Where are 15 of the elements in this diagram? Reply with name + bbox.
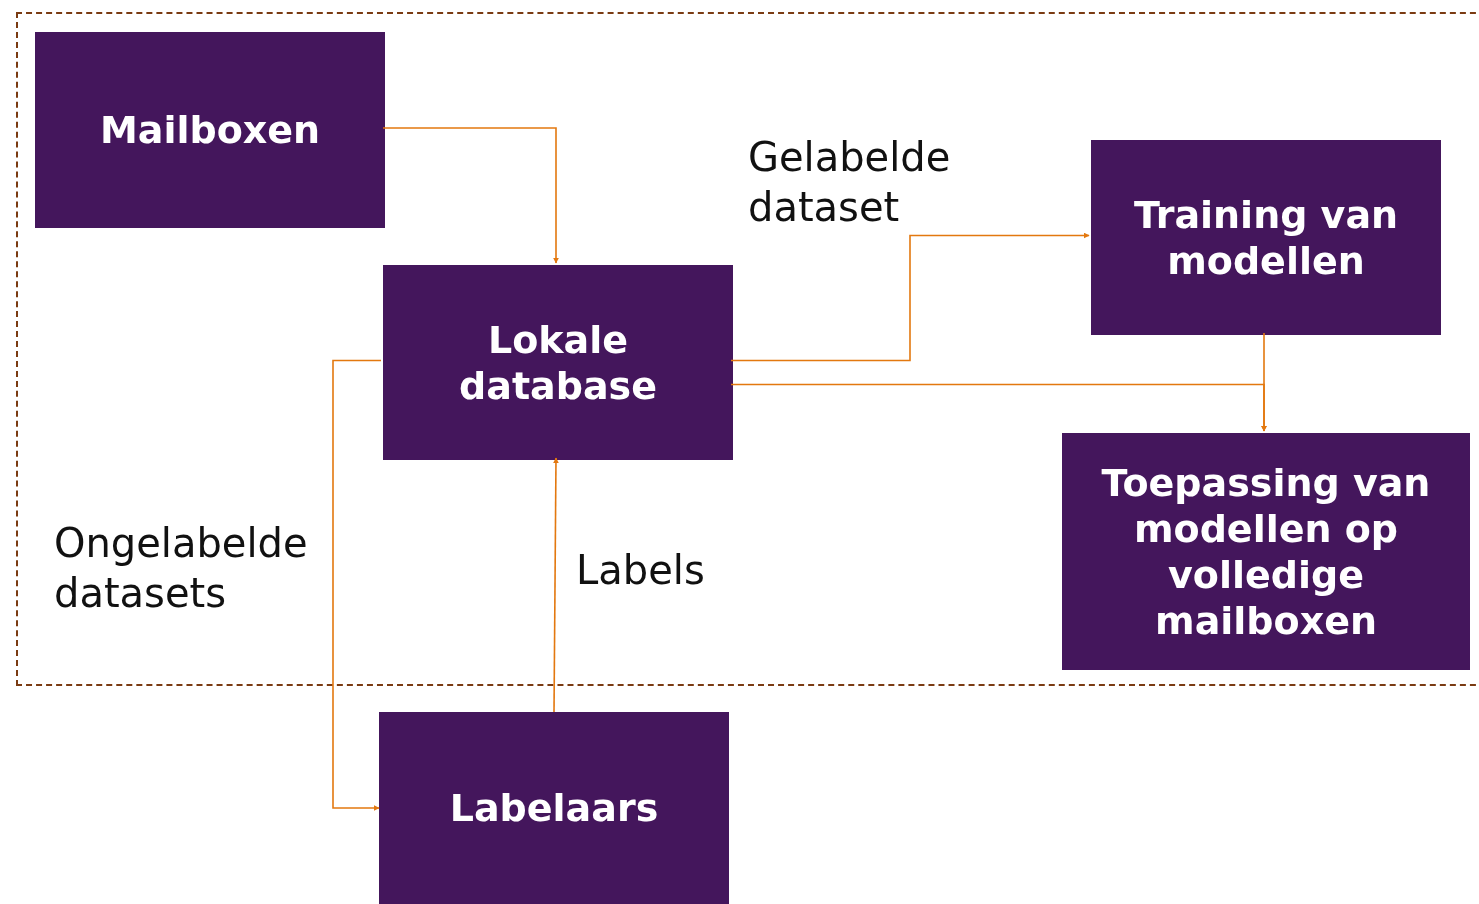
box-label: Toepassing van modellen op volledige mailboxen <box>1100 459 1432 644</box>
arrow <box>730 383 1267 432</box>
process-box <box>379 712 729 904</box>
box-label: Mailboxen <box>99 107 321 153</box>
box-label: Lokale database <box>458 316 658 409</box>
arrow <box>552 457 559 713</box>
arrow <box>332 359 382 811</box>
process-box <box>35 32 385 228</box>
box-label: Training van modellen <box>1132 191 1400 284</box>
process-box <box>383 265 733 460</box>
arrow <box>730 232 1090 362</box>
process-box <box>1062 433 1470 670</box>
arrow <box>382 127 559 264</box>
process-box <box>1091 140 1441 335</box>
box-label: Labelaars <box>449 785 659 831</box>
